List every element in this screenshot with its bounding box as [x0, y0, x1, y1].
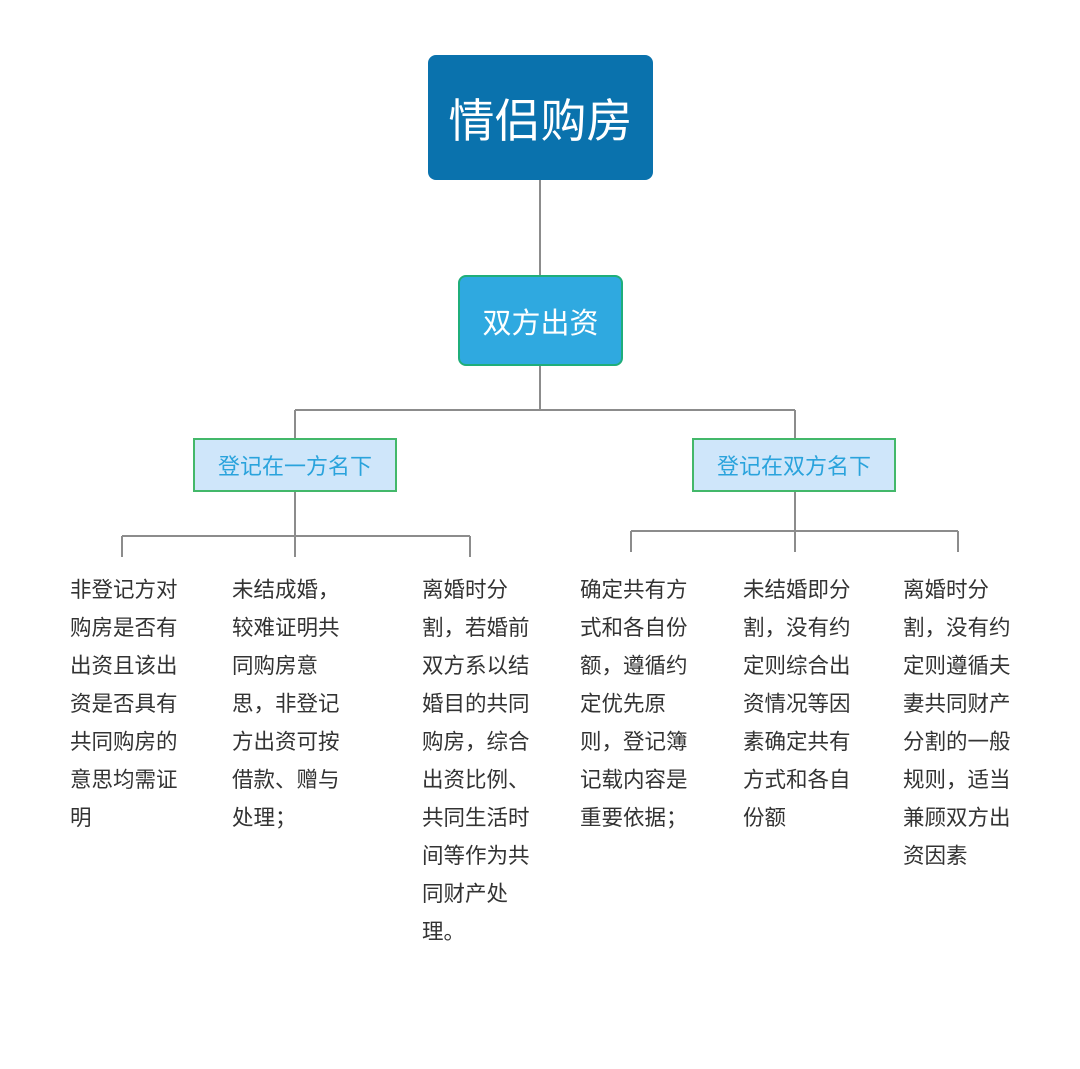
branch-node-left-label: 登记在一方名下 [217, 455, 372, 480]
middle-node-label: 双方出资 [482, 305, 599, 340]
leaf-node-1-2: 未结成婚，较难证明共同购房意思，非登记方出资可按借款、赠与处理； [232, 578, 340, 831]
leaf-node-1-3: 离婚时分割，若婚前双方系以结婚目的共同购房，综合出资比例、共同生活时间等作为共同… [422, 578, 530, 945]
branch-node-right: 登记在双方名下 [692, 438, 896, 492]
root-node-label: 情侣购房 [448, 93, 633, 148]
middle-node: 双方出资 [458, 275, 623, 366]
leaf-node-2-1: 确定共有方式和各自份额，遵循约定优先原则，登记簿记载内容是重要依据； [580, 578, 688, 831]
leaf-node-2-3: 离婚时分割，没有约定则遵循夫妻共同财产分割的一般规则，适当兼顾双方出资因素 [903, 578, 1011, 869]
branch-node-right-label: 登记在双方名下 [716, 455, 871, 480]
leaf-node-2-2: 未结婚即分割，没有约定则综合出资情况等因素确定共有方式和各自份额 [743, 578, 851, 831]
leaf-node-1-1: 非登记方对购房是否有出资且该出资是否具有共同购房的意思均需证明 [70, 578, 178, 831]
root-node: 情侣购房 [428, 55, 653, 180]
branch-node-left: 登记在一方名下 [193, 438, 397, 492]
